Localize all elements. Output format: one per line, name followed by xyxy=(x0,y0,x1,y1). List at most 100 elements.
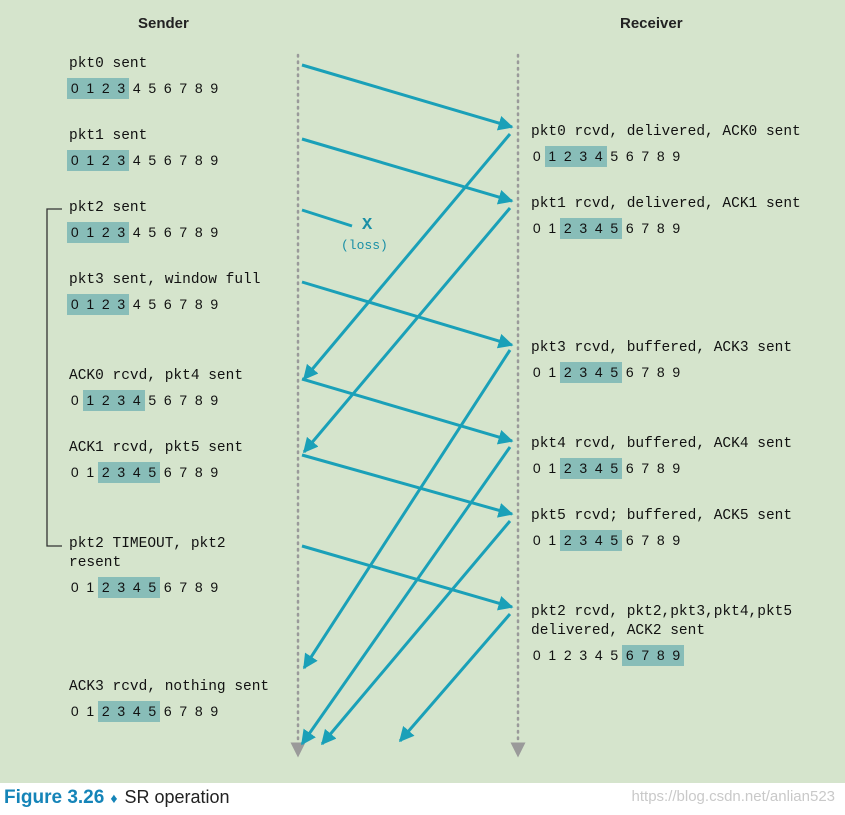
seq-num-4: 4 xyxy=(591,362,607,383)
seq-num-3: 3 xyxy=(579,647,588,663)
seq-num-3: 3 xyxy=(113,701,129,722)
seq-num-4: 4 xyxy=(591,530,607,551)
seq-num-6: 6 xyxy=(163,703,172,719)
seq-num-9: 9 xyxy=(672,532,681,548)
seq-num-5: 5 xyxy=(610,148,619,164)
arrow-pkt5 xyxy=(301,453,514,518)
seq-num-2: 2 xyxy=(560,218,576,239)
seq-num-2: 2 xyxy=(98,294,114,315)
pkt2-timer-bracket xyxy=(46,208,62,547)
seq-num-3: 3 xyxy=(113,462,129,483)
seq-num-0: 0 xyxy=(70,392,79,408)
seq-num-6: 6 xyxy=(625,148,634,164)
seq-num-6: 6 xyxy=(163,224,172,240)
seq-num-7: 7 xyxy=(179,703,188,719)
seq-num-1: 1 xyxy=(82,294,98,315)
seq-num-6: 6 xyxy=(163,296,172,312)
sender-header: Sender xyxy=(138,15,189,32)
seq-num-9: 9 xyxy=(668,645,684,666)
watermark: https://blog.csdn.net/anlian523 xyxy=(631,788,835,805)
seq-num-0: 0 xyxy=(532,460,541,476)
seq-num-9: 9 xyxy=(672,460,681,476)
seq-num-6: 6 xyxy=(163,392,172,408)
seq-num-7: 7 xyxy=(637,645,653,666)
seq-num-7: 7 xyxy=(179,392,188,408)
seq-num-0: 0 xyxy=(532,647,541,663)
seq-num-1: 1 xyxy=(548,647,557,663)
seq-num-4: 4 xyxy=(132,80,141,96)
seq-num-9: 9 xyxy=(210,296,219,312)
seq-num-7: 7 xyxy=(179,152,188,168)
seq-num-8: 8 xyxy=(194,224,203,240)
seq-num-2: 2 xyxy=(560,362,576,383)
arrow-pkt1 xyxy=(301,137,514,205)
seq-num-7: 7 xyxy=(641,532,650,548)
seq-num-6: 6 xyxy=(163,80,172,96)
seq-num-4: 4 xyxy=(129,701,145,722)
seq-num-5: 5 xyxy=(148,80,157,96)
seq-num-1: 1 xyxy=(548,220,557,236)
seq-num-7: 7 xyxy=(179,224,188,240)
sender-event-2: pkt2 sent xyxy=(69,200,148,216)
seq-num-5: 5 xyxy=(144,701,160,722)
arrow-pkt0 xyxy=(301,63,514,131)
seq-num-9: 9 xyxy=(672,364,681,380)
seq-num-3: 3 xyxy=(113,78,129,99)
receiver-event-4: pkt5 rcvd; buffered, ACK5 sent xyxy=(531,508,793,524)
seq-num-3: 3 xyxy=(113,390,129,411)
sender-event-5: ACK1 rcvd, pkt5 sent xyxy=(69,440,244,456)
seq-num-3: 3 xyxy=(575,458,591,479)
seq-num-7: 7 xyxy=(179,296,188,312)
seq-num-9: 9 xyxy=(672,220,681,236)
sender-event-6-line2: resent xyxy=(69,555,122,571)
seq-num-6: 6 xyxy=(622,645,638,666)
seq-num-9: 9 xyxy=(210,80,219,96)
seq-num-1: 1 xyxy=(86,579,95,595)
caption-figure-number: Figure 3.26 xyxy=(4,787,105,808)
arrow-ack5 xyxy=(320,520,512,746)
seq-num-5: 5 xyxy=(610,647,619,663)
seq-num-4: 4 xyxy=(132,296,141,312)
seq-num-8: 8 xyxy=(656,148,665,164)
seq-num-9: 9 xyxy=(210,392,219,408)
receiver-event-0: pkt0 rcvd, delivered, ACK0 sent xyxy=(531,124,801,140)
seq-num-0: 0 xyxy=(67,150,83,171)
seq-num-5: 5 xyxy=(148,152,157,168)
seq-num-3: 3 xyxy=(113,150,129,171)
seq-num-3: 3 xyxy=(575,146,591,167)
seq-num-9: 9 xyxy=(210,224,219,240)
seq-num-3: 3 xyxy=(113,222,129,243)
seq-num-9: 9 xyxy=(672,148,681,164)
receiver-event-2: pkt3 rcvd, buffered, ACK3 sent xyxy=(531,340,793,356)
seq-num-5: 5 xyxy=(606,218,622,239)
seq-num-6: 6 xyxy=(625,364,634,380)
seq-num-2: 2 xyxy=(98,701,114,722)
seq-num-2: 2 xyxy=(98,390,114,411)
seq-num-5: 5 xyxy=(148,296,157,312)
seq-num-8: 8 xyxy=(656,532,665,548)
seq-num-8: 8 xyxy=(194,579,203,595)
seq-num-6: 6 xyxy=(625,460,634,476)
arrow-ack2 xyxy=(398,613,512,743)
seq-num-7: 7 xyxy=(641,148,650,164)
arrow-pkt4 xyxy=(301,377,514,445)
seq-num-8: 8 xyxy=(194,296,203,312)
seq-num-2: 2 xyxy=(98,462,114,483)
seq-num-4: 4 xyxy=(129,577,145,598)
sender-event-4: ACK0 rcvd, pkt4 sent xyxy=(69,368,244,384)
seq-num-5: 5 xyxy=(148,392,157,408)
seq-num-9: 9 xyxy=(210,464,219,480)
seq-num-1: 1 xyxy=(82,150,98,171)
seq-num-2: 2 xyxy=(560,530,576,551)
seq-num-2: 2 xyxy=(98,150,114,171)
loss-mark: X xyxy=(362,216,373,235)
seq-num-8: 8 xyxy=(653,645,669,666)
seq-num-0: 0 xyxy=(67,78,83,99)
